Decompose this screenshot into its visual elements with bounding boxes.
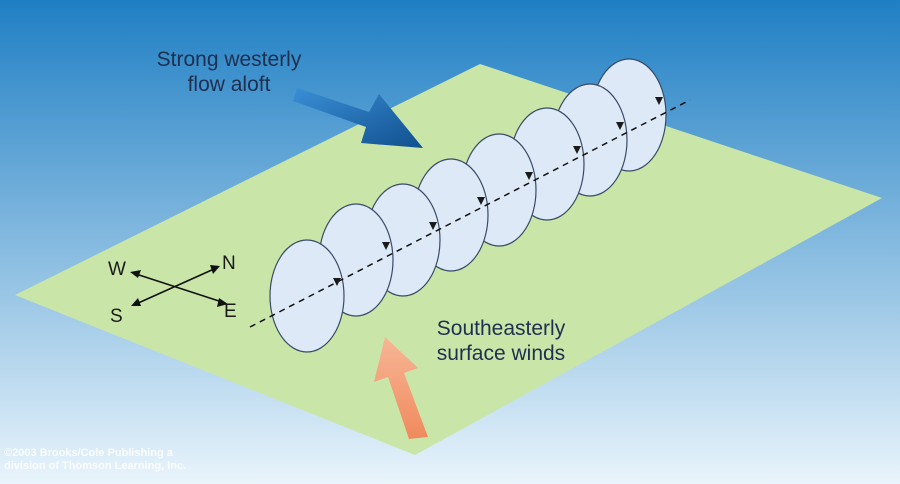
compass-east-label: E [224,301,237,322]
aloft-label-line1: Strong westerly [156,48,302,71]
vortex-ring-1 [269,239,345,353]
aloft-flow-label: Strong westerly flow aloft [141,47,317,97]
rotation-arrowhead-4 [477,197,485,205]
vortex-tube [269,58,667,353]
aloft-label-line2: flow aloft [187,73,271,96]
rotation-arrowheads [333,97,663,286]
credit-line1: ©2003 Brooks/Cole Publishing a [4,447,173,459]
compass-west-label: W [108,259,126,280]
rotation-arrowhead-5 [525,172,533,180]
southeasterly-surface-wind-arrow [374,337,428,439]
rotation-arrowhead-2 [382,242,390,250]
copyright-credit: ©2003 Brooks/Cole Publishing a division … [4,447,186,473]
compass-rose [130,265,228,307]
surface-label-line2: surface winds [436,342,566,365]
compass-n-arrowhead [210,265,220,274]
rotation-arrowhead-1 [333,278,341,286]
credit-line2: division of Thomson Learning, Inc. [4,460,187,472]
surface-label-line1: Southeasterly [436,317,566,340]
westerly-flow-aloft-arrow [293,88,423,148]
compass-w-arrowhead [130,270,141,278]
surface-winds-label: Southeasterly surface winds [421,316,581,366]
compass-north-label: N [222,253,236,274]
rotation-arrowhead-7 [616,122,624,130]
rotation-arrowhead-3 [429,222,437,230]
rotation-arrowhead-6 [573,146,581,154]
rotation-arrowhead-8 [655,97,663,105]
compass-e-arrowhead [217,298,228,307]
vortex-axis [249,99,691,328]
compass-wn-se-line [135,273,223,303]
compass-south-label: S [110,306,123,327]
compass-sw-ne-line [135,268,215,305]
compass-s-arrowhead [131,298,141,306]
